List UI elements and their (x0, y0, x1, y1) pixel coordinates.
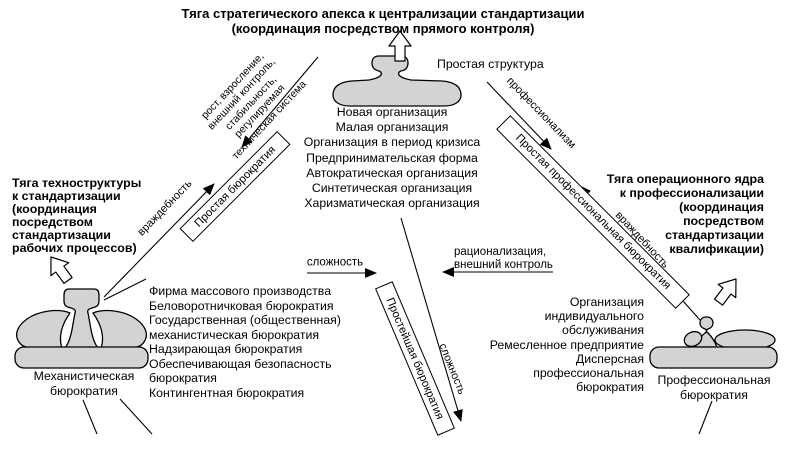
growth-arrow-line (241, 56, 319, 148)
list-item: Обеспечивающая безопасность (149, 356, 332, 371)
leader-line-bottom-right (698, 400, 713, 435)
pull-up-right-arrow-icon (713, 278, 737, 306)
technostructure-heading: Тяга техноструктуры к стандартизации (ко… (12, 176, 142, 255)
list-item: Организация (569, 295, 644, 309)
leader-line-bottom-left-1 (82, 399, 98, 435)
complexity-down-arrow-line (400, 217, 463, 422)
list-item: Контингентная бюрократия (149, 385, 305, 400)
list-item: Государственная (общественная) (149, 313, 341, 327)
professional-bureaucracy-examples-list: Организация индивидуального обслуживания… (490, 295, 644, 394)
list-item: Беловоротничковая бюрократия (149, 298, 334, 313)
list-item: Синтетическая организация (311, 181, 473, 196)
list-item: индивидуального (544, 309, 644, 324)
diagram-title: Тяга стратегического апекса к централиза… (158, 6, 608, 36)
rationalization-label: рационализация, внешний контроль (454, 246, 553, 271)
machine-bureaucracy-examples-list: Фирма массового производства Беловоротни… (149, 284, 341, 400)
leader-line-shape-to-list (103, 278, 147, 301)
list-item: Фирма массового производства (149, 284, 332, 298)
simple-structure-examples-list: Новая организация Малая организация Орга… (252, 105, 532, 211)
list-item: Новая организация (336, 105, 448, 119)
list-item: Организация в период кризиса (303, 135, 481, 150)
diagram-title-line1: Тяга стратегического апекса к централиза… (181, 6, 585, 21)
list-item: обслуживания (561, 323, 644, 338)
list-item: Малая организация (335, 120, 449, 135)
list-item: механистическая бюрократия (149, 327, 320, 342)
professional-bureaucracy-shape (649, 316, 778, 369)
list-item: бюрократия (576, 380, 644, 395)
list-item: Надзирающая бюрократия (149, 342, 303, 356)
machine-bureaucracy-label: Механистическая бюрократия (33, 369, 135, 398)
leader-line-bottom-left-2 (119, 398, 153, 435)
professionalism-arrow-line (486, 81, 552, 150)
list-item: Предпринимательская форма (306, 150, 478, 165)
simple-structure-label: Простая структура (437, 57, 544, 71)
list-item: Автократическая организация (306, 165, 478, 180)
list-item: профессиональная (533, 366, 644, 381)
list-item: Дисперсная (575, 351, 644, 366)
machine-bureaucracy-shape (14, 288, 149, 369)
pull-up-arrow-icon (388, 30, 412, 62)
professional-bureaucracy-label: Профессиональная бюрократия (657, 373, 771, 402)
complexity-right-label: сложность (306, 256, 364, 269)
simple-structure-shape (332, 55, 462, 107)
hostility-left-arrow-line (103, 183, 215, 298)
list-item: Харизматическая организация (304, 196, 480, 211)
diagram-title-line2: (координация посредством прямого контрол… (231, 21, 535, 36)
list-item: бюрократия (149, 371, 217, 385)
pull-up-left-arrow-icon (50, 256, 73, 285)
list-item: Ремесленное предприятие (489, 337, 644, 352)
operating-core-heading: Тяга операционного ядра к профессионализ… (606, 172, 764, 256)
